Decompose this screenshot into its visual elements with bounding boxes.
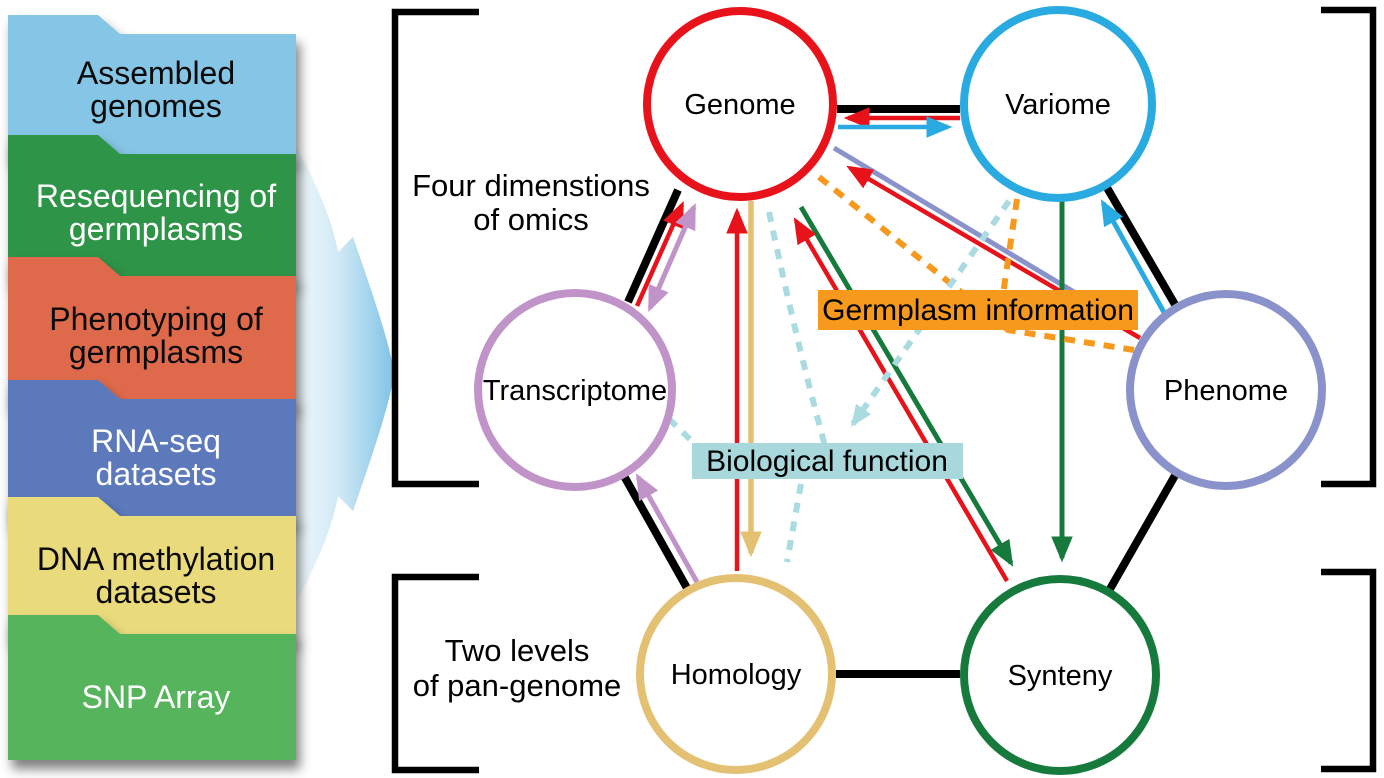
folder-label-line1: Assembled (77, 55, 235, 91)
folder-label-line2: datasets (96, 456, 217, 492)
pangenome-label-line1: Two levels (445, 633, 590, 668)
folder-label-line2: germplasms (69, 211, 243, 247)
folder-label-line1: Resequencing of (36, 178, 276, 214)
dashed-biological-homology (784, 483, 804, 563)
overlay-labels: Germplasm information Biological functio… (692, 290, 1138, 479)
pangenome-label-line2: of pan-genome (413, 668, 622, 703)
node-homology: Homology (636, 574, 836, 774)
flow-arrow (296, 146, 394, 602)
node-label: Genome (684, 89, 795, 121)
arrow-genome-transcriptome-purple-bidir (647, 203, 697, 312)
folder-shape (8, 615, 296, 760)
bracket-pangenome-right (1321, 568, 1377, 773)
arrow-genome-to-synteny-green (798, 205, 1014, 567)
folder-label-line1: Phenotyping of (49, 301, 263, 337)
node-label: Phenome (1164, 375, 1288, 407)
germplasm-information-box: Germplasm information (818, 290, 1138, 330)
node-label: Homology (671, 659, 802, 691)
folder-label-line2: germplasms (69, 334, 243, 370)
omics-nodes: Genome Variome Transcriptome Phenome Hom… (474, 6, 1326, 775)
edge-transcriptome-homology (620, 474, 691, 590)
node-synteny: Synteny (960, 575, 1160, 775)
dashed-biological-genome (766, 211, 828, 447)
folder-label-line2: genomes (90, 88, 222, 124)
germplasm-box-bg (818, 290, 1138, 330)
folder-shape (8, 135, 296, 282)
folder-phenotyping: Phenotyping of germplasms (8, 257, 296, 405)
arrow-synteny-to-genome-red (793, 217, 1009, 583)
omics-label-line2: of omics (473, 202, 588, 237)
bracket-omics-right (1321, 6, 1377, 488)
edge-genome-transcriptome (624, 188, 682, 304)
folder-label-line1: DNA methylation (37, 541, 275, 577)
folder-assembled-genomes: Assembled genomes (8, 15, 296, 160)
node-genome: Genome (643, 7, 837, 201)
folder-shape (8, 257, 296, 405)
folder-label-line2: datasets (96, 574, 217, 610)
folder-rnaseq: RNA-seq datasets (8, 380, 296, 522)
folder-snp-array: SNP Array (8, 615, 296, 760)
node-circle (960, 6, 1156, 202)
folder-label-line1: SNP Array (82, 679, 231, 715)
dashed-biological-transcriptome (666, 416, 700, 449)
arrow-phenome-to-variome-cyan (1100, 199, 1169, 318)
biological-function-box: Biological function (692, 443, 963, 479)
node-circle (1126, 290, 1326, 490)
node-circle (643, 7, 837, 201)
node-label: Variome (1005, 89, 1111, 121)
germplasm-box-label: Germplasm information (822, 294, 1134, 327)
node-circle (960, 575, 1160, 775)
bracket-omics-left (391, 8, 479, 488)
folder-shape (8, 497, 296, 640)
folder-resequencing: Resequencing of germplasms (8, 135, 296, 282)
edge-variome-phenome (1102, 183, 1181, 311)
edge-phenome-synteny (1106, 470, 1181, 591)
folder-dna-methylation: DNA methylation datasets (8, 497, 296, 640)
group-brackets: Four dimenstions of omics Two levels of … (391, 6, 1377, 774)
folder-shape (8, 380, 296, 522)
node-transcriptome: Transcriptome (474, 289, 676, 491)
bracket-pangenome-left (391, 573, 479, 774)
omics-label-line1: Four dimenstions (412, 168, 650, 203)
folder-label-line1: RNA-seq (91, 423, 221, 459)
node-phenome: Phenome (1126, 290, 1326, 490)
node-variome: Variome (960, 6, 1156, 202)
node-label: Transcriptome (483, 375, 667, 407)
node-circle (474, 289, 676, 491)
biological-box-bg (692, 443, 963, 479)
node-circle (636, 574, 836, 774)
node-label: Synteny (1008, 660, 1113, 692)
dataset-stack: Assembled genomes Resequencing of germpl… (8, 15, 296, 760)
biological-box-label: Biological function (706, 445, 948, 478)
folder-shape (8, 15, 296, 160)
arrow-homology-to-transcriptome-purple (635, 473, 700, 584)
